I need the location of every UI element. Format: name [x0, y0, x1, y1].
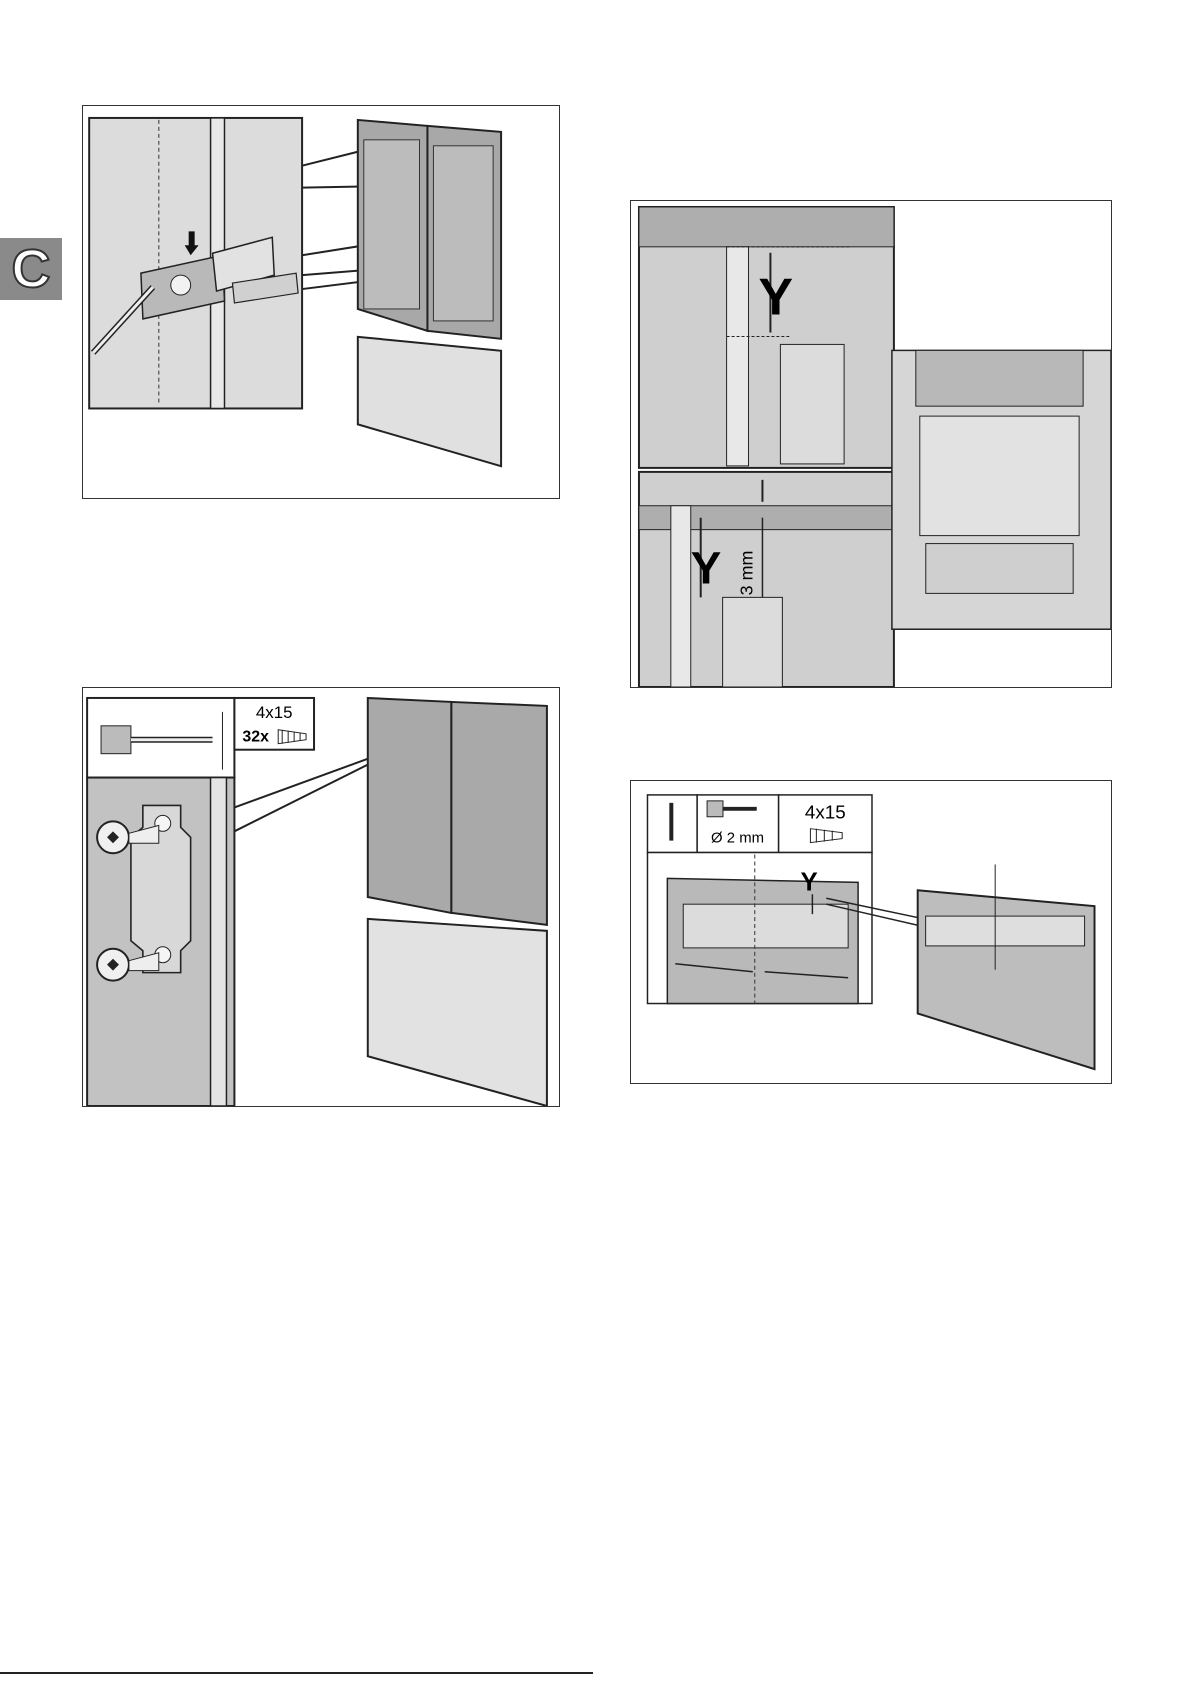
figure-hinge-clip-removal — [82, 105, 560, 499]
appliance-doors — [916, 350, 1083, 406]
figure-1-illustration — [83, 106, 559, 498]
appliance-grille — [926, 544, 1073, 594]
drill-chuck — [707, 801, 723, 817]
screw-spec: 4x15 — [805, 802, 846, 823]
door-panel-left — [368, 698, 452, 913]
clip-hole — [171, 275, 191, 295]
panel-edge — [211, 778, 227, 1106]
appliance-interior — [920, 416, 1079, 536]
ruler-top — [727, 247, 749, 466]
figure-3-illustration: Y Y 3 mm — [631, 201, 1111, 687]
hinge-bracket-bottom — [723, 597, 783, 687]
screw-spec: 4x15 — [256, 703, 293, 722]
section-letter: C — [12, 242, 51, 296]
figure-4-illustration: Ø 2 mm 4x15 Y — [631, 781, 1111, 1083]
y-label-top: Y — [758, 268, 793, 326]
figure-y-measurement: Y Y 3 mm — [630, 200, 1112, 688]
figure-screw-mounting: 4x15 32x — [82, 687, 560, 1107]
drawer-front — [358, 337, 501, 466]
hinge-bracket-top — [780, 344, 844, 464]
door-panel-right — [451, 702, 547, 925]
figure-2-illustration: 4x15 32x — [83, 688, 559, 1106]
drill-diameter: Ø 2 mm — [711, 831, 764, 847]
mounting-bracket — [683, 904, 848, 948]
door-panel-right-face — [433, 146, 493, 321]
drawer-front — [368, 919, 547, 1106]
bracket-overview — [926, 916, 1085, 946]
gap-label: 3 mm — [736, 551, 756, 596]
y-label-bottom: Y — [691, 542, 722, 593]
screw-count: 32x — [242, 729, 269, 746]
drill-chuck — [101, 726, 131, 754]
y-label: Y — [800, 868, 817, 896]
footer-divider — [0, 1672, 593, 1674]
ruler-bottom — [671, 506, 691, 687]
figure-drawer-bracket: Ø 2 mm 4x15 Y — [630, 780, 1112, 1084]
section-tab: C — [0, 238, 62, 300]
door-panel-left-face — [364, 140, 420, 309]
